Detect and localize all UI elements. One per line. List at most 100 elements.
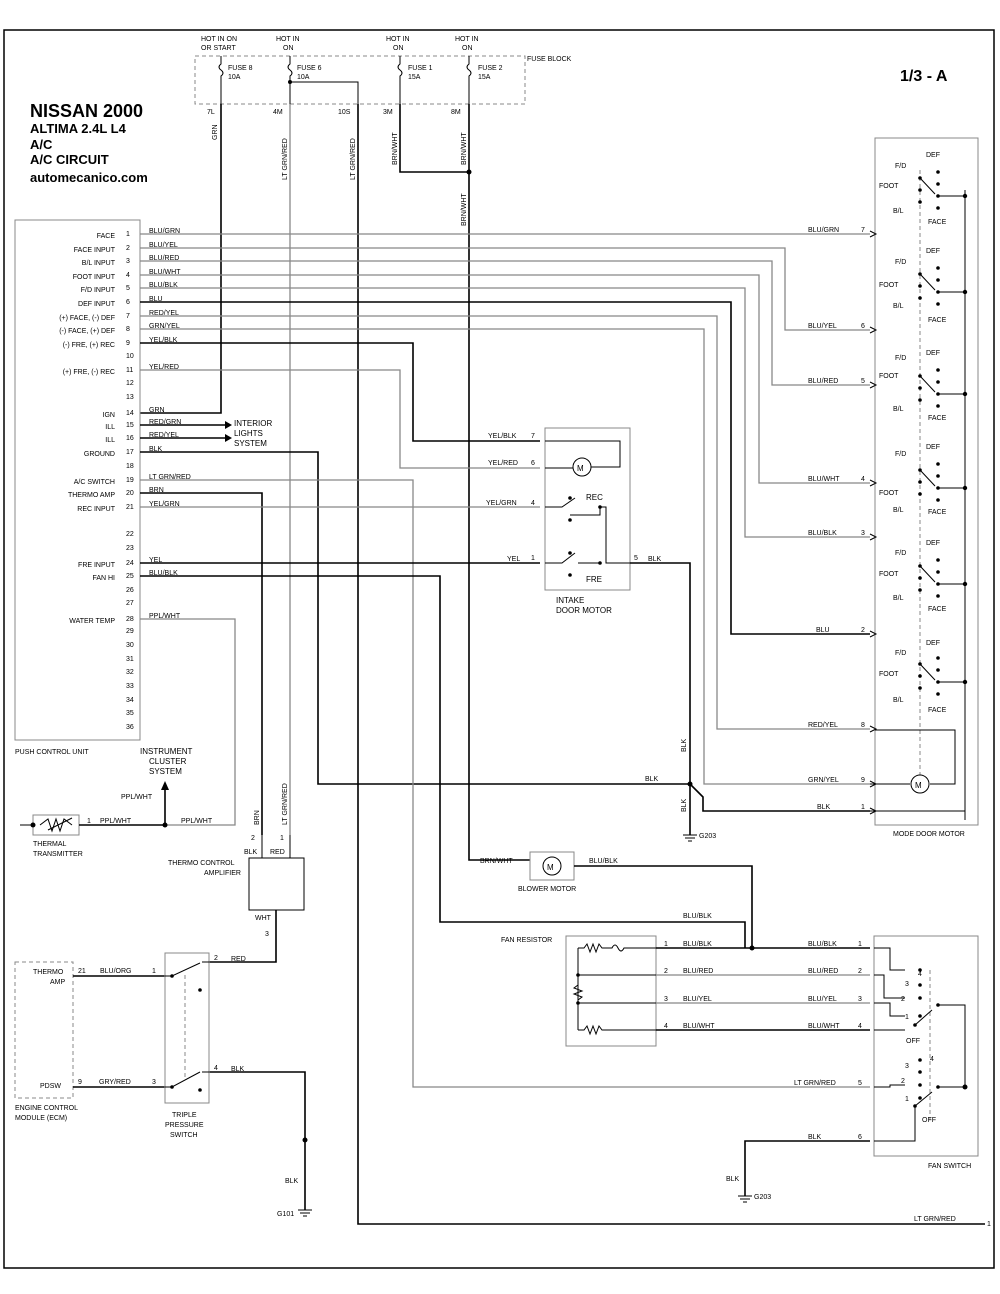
pcu-pin-function: THERMO AMP: [68, 492, 115, 499]
pcu-pin-number: 1: [126, 231, 130, 238]
svg-text:2: 2: [214, 955, 218, 962]
pcu-pin-wire: RED/GRN: [149, 419, 181, 426]
mode-switch-def: DEF: [926, 640, 940, 647]
svg-text:BLK: BLK: [244, 849, 258, 856]
fan-switch-pin: 6: [858, 1134, 862, 1141]
svg-text:M: M: [547, 863, 554, 872]
pcu-pin-wire: RED/YEL: [149, 310, 179, 317]
svg-text:9: 9: [78, 1079, 82, 1086]
pcu-pin-function: A/C SWITCH: [74, 479, 115, 486]
fan-resistor-pin: 1: [664, 941, 668, 948]
mode-switch-def: DEF: [926, 350, 940, 357]
svg-text:TRIPLE: TRIPLE: [172, 1112, 197, 1119]
svg-text:2: 2: [901, 1078, 905, 1085]
fan-switch-wire: BLU/RED: [808, 968, 838, 975]
pcu-pin-wire: BLU/YEL: [149, 242, 178, 249]
wire-intake-blk: [630, 562, 691, 835]
wire-pin19-ltgrnred: [140, 479, 870, 1088]
mode-pin-number: 5: [861, 378, 865, 385]
fan-switch-pin: 2: [858, 968, 862, 975]
pcu-pin-function: FRE INPUT: [78, 562, 116, 569]
svg-text:BLK: BLK: [285, 1178, 299, 1185]
fan-switch-wire: BLU/WHT: [808, 1023, 840, 1030]
mode-switch-fd: F/D: [895, 650, 906, 657]
svg-text:7L: 7L: [207, 109, 215, 116]
mode-switch-fd: F/D: [895, 550, 906, 557]
svg-text:21: 21: [78, 968, 86, 975]
svg-text:YEL: YEL: [507, 556, 520, 563]
svg-text:BLU/BLK: BLU/BLK: [683, 913, 712, 920]
pcu-pin-function: FAN HI: [92, 575, 115, 582]
pcu-pin-wire: BLK: [149, 446, 163, 453]
svg-text:YEL/RED: YEL/RED: [488, 460, 518, 467]
mode-switch-fd: F/D: [895, 355, 906, 362]
wire-pin6-blu: [140, 301, 870, 635]
svg-text:FUSE 8: FUSE 8: [228, 65, 253, 72]
svg-text:HOT IN: HOT IN: [386, 36, 410, 43]
pcu-pin-wire: RED/YEL: [149, 432, 179, 439]
svg-text:LT GRN/RED: LT GRN/RED: [914, 1216, 956, 1223]
pcu-pin-wire: YEL/GRN: [149, 501, 180, 508]
mode-switch-face: FACE: [928, 509, 947, 516]
pcu-pin-wire: BLU/BLK: [149, 570, 178, 577]
wire-pin20-brn: [140, 492, 263, 835]
page-code: 1/3 - A: [900, 68, 948, 85]
svg-text:3: 3: [265, 931, 269, 938]
pcu-pin-function: FACE INPUT: [74, 247, 116, 254]
svg-text:THERMO CONTROL: THERMO CONTROL: [168, 860, 235, 867]
wire-amp-red: [210, 910, 277, 963]
pcu-pin-wire: BLU/GRN: [149, 228, 180, 235]
pcu-pin-number: 33: [126, 683, 134, 690]
pcu-pin-function: WATER TEMP: [69, 618, 115, 625]
fan-resistor-wire: BLU/RED: [683, 968, 713, 975]
pcu-pin-wire: BLU/BLK: [149, 282, 178, 289]
svg-text:15A: 15A: [408, 74, 421, 81]
system-title: A/C: [30, 137, 53, 152]
pcu-pin-number: 18: [126, 463, 134, 470]
svg-text:G101: G101: [277, 1211, 294, 1218]
svg-text:FUSE BLOCK: FUSE BLOCK: [527, 56, 572, 63]
mode-switch-bl: B/L: [893, 507, 904, 514]
pcu-pin-number: 11: [126, 367, 133, 374]
blower-motor: M BRN/WHT BLU/BLK BLOWER MOTOR: [480, 851, 618, 893]
svg-text:1: 1: [905, 1014, 909, 1021]
svg-text:10S: 10S: [338, 109, 351, 116]
thermal-transmitter: THERMAL TRANSMITTER 1 PPL/WHT: [20, 814, 132, 858]
mode-door-motor: DEFF/DFOOTB/LFACEDEFF/DFOOTB/LFACEDEFF/D…: [870, 137, 979, 838]
pcu-pin-number: 2: [126, 245, 130, 252]
wire-pin25-blublk: [140, 575, 746, 948]
svg-text:THERMAL: THERMAL: [33, 841, 67, 848]
pcu-pin-number: 25: [126, 573, 134, 580]
svg-text:BLOWER MOTOR: BLOWER MOTOR: [518, 886, 576, 893]
pcu-pin-wire: GRN: [149, 407, 165, 414]
mode-pin-number: 1: [861, 804, 865, 811]
pcu-pin-number: 13: [126, 394, 134, 401]
mode-switch-def: DEF: [926, 444, 940, 451]
svg-text:10A: 10A: [297, 74, 310, 81]
mode-pin-number: 6: [861, 323, 865, 330]
pcu-pin-function: ILL: [105, 437, 115, 444]
svg-text:WHT: WHT: [255, 915, 272, 922]
svg-text:BRN/WHT: BRN/WHT: [461, 132, 468, 165]
pcu-pin-function: REC INPUT: [77, 506, 115, 513]
svg-text:LT GRN/RED: LT GRN/RED: [282, 138, 289, 180]
svg-text:15A: 15A: [478, 74, 491, 81]
fan-resistor-pin: 3: [664, 996, 668, 1003]
thermo-control-amplifier: BRN LT GRN/RED 2 1 BLK RED THERMO CONTRO…: [168, 783, 305, 938]
pcu-pin-number: 19: [126, 477, 134, 484]
svg-text:CLUSTER: CLUSTER: [149, 757, 187, 766]
pcu-pin-number: 17: [126, 449, 134, 456]
pcu-pin-function: (+) FRE, (-) REC: [63, 369, 115, 376]
fan-switch-pin: 5: [858, 1080, 862, 1087]
wire-fuse2-brnwht: [468, 104, 530, 861]
svg-text:BLK: BLK: [648, 556, 662, 563]
svg-text:HOT IN: HOT IN: [276, 36, 300, 43]
model-title: ALTIMA 2.4L L4: [30, 121, 127, 136]
pcu-pin-number: 29: [126, 628, 134, 635]
svg-text:BLK: BLK: [726, 1176, 740, 1183]
pcu-pin-wire: BLU: [149, 296, 163, 303]
svg-text:4: 4: [930, 1056, 934, 1063]
site-title: automecanico.com: [30, 170, 148, 185]
